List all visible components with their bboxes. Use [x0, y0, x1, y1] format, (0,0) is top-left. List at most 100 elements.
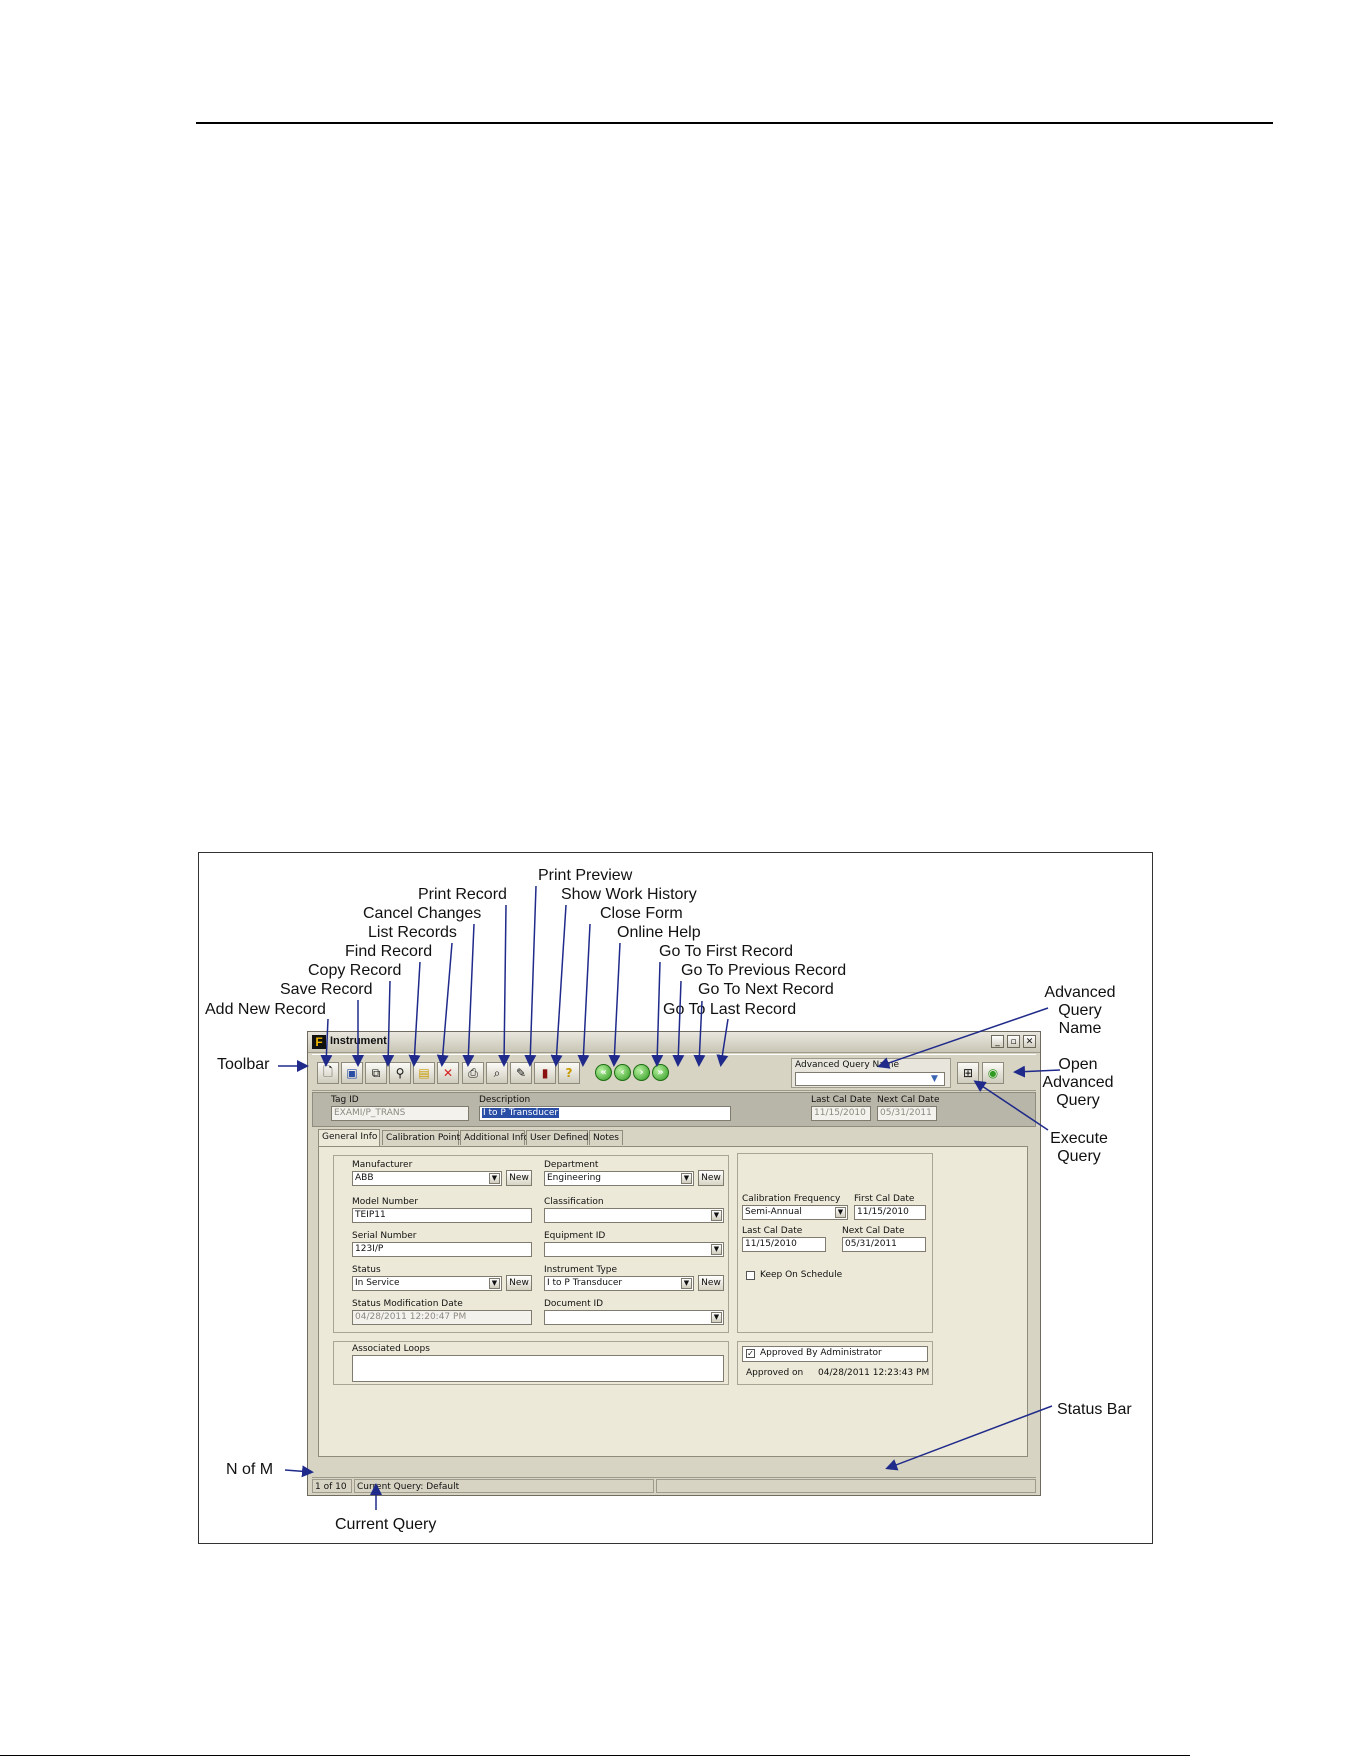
record-position: 1 of 10 [312, 1479, 352, 1493]
cancel-changes-button[interactable]: ✕ [437, 1062, 459, 1084]
status-select[interactable]: In Service ▼ [352, 1276, 502, 1291]
next-record-icon: › [639, 1067, 644, 1078]
callout-find-record: Find Record [345, 943, 433, 960]
manufacturer-select[interactable]: ABB▼ [352, 1171, 502, 1186]
calibration-group: Calibration Frequency Semi-Annual▼ First… [737, 1153, 933, 1333]
approved-by-admin-row [742, 1346, 928, 1362]
minimize-button[interactable]: _ [991, 1035, 1004, 1048]
last-record-icon: » [657, 1067, 664, 1078]
instrument-type-value: I to P Transducer [547, 1278, 623, 1288]
door-icon: ▮ [541, 1066, 549, 1080]
new-instrument-type-button[interactable]: New [698, 1275, 724, 1291]
instrument-type-select[interactable]: I to P Transducer ▼ [544, 1276, 694, 1291]
next-cal-date-label: Next Cal Date [877, 1095, 940, 1105]
approved-on-label: Approved on [746, 1368, 804, 1378]
find-record-button[interactable]: ⚲ [389, 1062, 411, 1084]
last-cal-date-field[interactable]: 11/15/2010 [811, 1106, 871, 1121]
associated-loops-group: Associated Loops [333, 1341, 729, 1385]
callout-close-form: Close Form [600, 905, 683, 922]
go-first-record-button[interactable]: « [595, 1064, 612, 1081]
magnifier-icon: ⚲ [395, 1066, 405, 1080]
current-query-status: Current Query: Default [354, 1479, 654, 1493]
document-id-select[interactable]: ▼ [544, 1310, 724, 1325]
record-header: Tag ID EXAMI/P_TRANS Description I to P … [312, 1092, 1036, 1127]
close-form-button[interactable]: ▮ [534, 1062, 556, 1084]
print-preview-button[interactable]: ⌕ [486, 1062, 508, 1084]
approved-by-admin-checkbox[interactable]: ✓ [746, 1349, 755, 1358]
chevron-down-icon[interactable]: ▼ [711, 1210, 722, 1221]
keep-on-schedule-checkbox[interactable] [746, 1271, 755, 1280]
associated-loops-label: Associated Loops [352, 1344, 430, 1354]
dropdown-arrow-icon[interactable]: ▼ [931, 1074, 938, 1084]
tab-user-defined[interactable]: User Defined [526, 1130, 588, 1145]
tab-notes[interactable]: Notes [589, 1130, 623, 1145]
description-label: Description [479, 1095, 531, 1105]
model-number-field[interactable]: TEIP11 [352, 1208, 532, 1223]
instrument-window: F Instrument _ ▫ ✕ 🗋 ▣ ⧉ ⚲ ▤ ✕ ⎙ ⌕ ✎ ▮ ?… [307, 1031, 1041, 1496]
first-cal-date-field[interactable]: 11/15/2010 [854, 1205, 926, 1220]
new-department-button[interactable]: New [698, 1170, 724, 1186]
show-work-history-button[interactable]: ✎ [510, 1062, 532, 1084]
callout-go-first: Go To First Record [659, 943, 793, 960]
new-document-icon: 🗋 [323, 1064, 333, 1079]
description-value: I to P Transducer [482, 1108, 560, 1118]
chevron-down-icon[interactable]: ▼ [681, 1173, 692, 1184]
last-cal-date-input[interactable]: 11/15/2010 [742, 1237, 826, 1252]
add-new-record-button[interactable]: 🗋 [317, 1062, 339, 1084]
callout-go-next: Go To Next Record [698, 981, 834, 998]
status-label: Status [352, 1265, 381, 1275]
callout-n-of-m: N of M [226, 1461, 274, 1478]
first-cal-date-label: First Cal Date [854, 1194, 915, 1204]
associated-loops-field[interactable] [352, 1355, 724, 1382]
chevron-down-icon[interactable]: ▼ [711, 1244, 722, 1255]
close-window-button[interactable]: ✕ [1023, 1035, 1036, 1048]
next-cal-date-field[interactable]: 05/31/2011 [877, 1106, 937, 1121]
equipment-id-select[interactable]: ▼ [544, 1242, 724, 1257]
calibration-frequency-select[interactable]: Semi-Annual▼ [742, 1205, 848, 1220]
callout-list-records: List Records [368, 924, 457, 941]
status-message [656, 1479, 1036, 1493]
chevron-down-icon[interactable]: ▼ [681, 1278, 692, 1289]
new-manufacturer-button[interactable]: New [506, 1170, 532, 1186]
list-records-button[interactable]: ▤ [413, 1062, 435, 1084]
tag-id-label: Tag ID [331, 1095, 359, 1105]
online-help-button[interactable]: ? [558, 1062, 580, 1084]
previous-record-icon: ‹ [620, 1067, 625, 1078]
chevron-down-icon[interactable]: ▼ [489, 1278, 500, 1289]
restore-button[interactable]: ▫ [1007, 1035, 1020, 1048]
new-status-button[interactable]: New [506, 1275, 532, 1291]
callout-save-record: Save Record [280, 981, 373, 998]
department-select[interactable]: Engineering ▼ [544, 1171, 694, 1186]
chevron-down-icon[interactable]: ▼ [711, 1312, 722, 1323]
approved-on-value: 04/28/2011 12:23:43 PM [818, 1368, 930, 1378]
print-record-button[interactable]: ⎙ [462, 1062, 484, 1084]
callout-advanced-query-name: Advanced Query Name [1044, 984, 1116, 1037]
callout-print-record: Print Record [418, 886, 507, 903]
department-value: Engineering [547, 1173, 601, 1183]
serial-number-field[interactable]: 123I/P [352, 1242, 532, 1257]
callout-current-query: Current Query [335, 1516, 437, 1533]
chevron-down-icon[interactable]: ▼ [489, 1173, 500, 1184]
go-previous-record-button[interactable]: ‹ [614, 1064, 631, 1081]
tab-calibration-points[interactable]: Calibration Points [382, 1130, 465, 1145]
open-advanced-query-button[interactable]: ◉ [982, 1062, 1004, 1084]
callout-go-last: Go To Last Record [663, 1001, 797, 1018]
description-field[interactable]: I to P Transducer [479, 1106, 731, 1121]
tag-id-field[interactable]: EXAMI/P_TRANS [331, 1106, 469, 1121]
chevron-down-icon[interactable]: ▼ [835, 1207, 846, 1218]
advanced-query-name-input[interactable]: ▼ [795, 1072, 945, 1086]
go-next-record-button[interactable]: › [633, 1064, 650, 1081]
go-last-record-button[interactable]: » [652, 1064, 669, 1081]
tab-general-info[interactable]: General Info [318, 1129, 380, 1146]
status-value: In Service [355, 1278, 400, 1288]
title-bar[interactable]: F Instrument _ ▫ ✕ [308, 1032, 1040, 1053]
tab-additional-info[interactable]: Additional Info [460, 1130, 529, 1145]
toolbar: 🗋 ▣ ⧉ ⚲ ▤ ✕ ⎙ ⌕ ✎ ▮ ? « ‹ › » Advanced Q… [312, 1054, 1036, 1091]
copy-record-button[interactable]: ⧉ [365, 1062, 387, 1084]
save-record-button[interactable]: ▣ [341, 1062, 363, 1084]
next-cal-date-input[interactable]: 05/31/2011 [842, 1237, 926, 1252]
status-modification-date-field[interactable]: 04/28/2011 12:20:47 PM [352, 1310, 532, 1325]
classification-select[interactable]: ▼ [544, 1208, 724, 1223]
execute-query-button[interactable]: ⊞ [957, 1062, 979, 1084]
window-title: Instrument [330, 1035, 387, 1047]
